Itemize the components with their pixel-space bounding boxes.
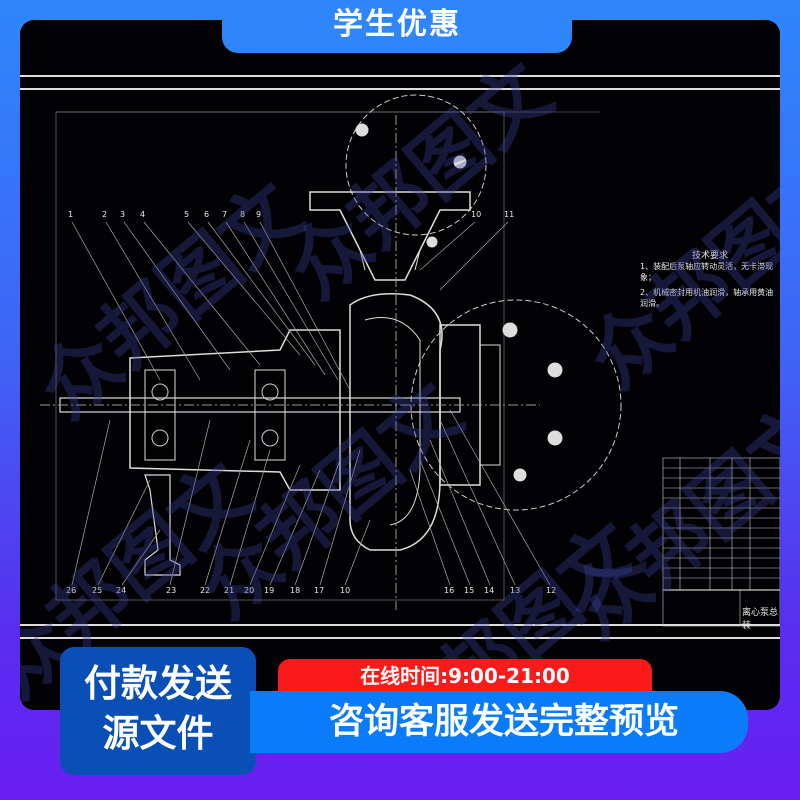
callout-label: 10 (340, 586, 351, 595)
technical-requirements: 技术要求 1、装配后泵轴应转动灵活，无卡滞现象； 2、机械密封用机油润滑，轴承用… (640, 248, 780, 309)
callout-label: 6 (204, 210, 210, 219)
tech-note: 2、机械密封用机油润滑，轴承用黄油润滑。 (640, 288, 774, 308)
callout-label: 12 (546, 586, 557, 595)
callout-label: 14 (484, 586, 495, 595)
callout-label: 20 (244, 586, 255, 595)
callout-label: 22 (200, 586, 211, 595)
callout-label: 9 (256, 210, 262, 219)
callout-label: 5 (184, 210, 190, 219)
callout-label: 24 (116, 586, 127, 595)
callout-label: 8 (240, 210, 246, 219)
callout-label: 17 (314, 586, 325, 595)
pay-send-source-badge: 付款发送 源文件 (60, 647, 256, 775)
tech-note: 1、装配后泵轴应转动灵活，无卡滞现象； (640, 262, 774, 282)
student-discount-tab: 学生优惠 (222, 0, 572, 53)
callout-label: 11 (504, 210, 515, 219)
pump-assembly-drawing (20, 75, 780, 639)
callout-label: 23 (166, 586, 177, 595)
callout-label: 26 (66, 586, 77, 595)
callout-label: 15 (464, 586, 475, 595)
cad-drawing-panel: 技术要求 1、装配后泵轴应转动灵活，无卡滞现象； 2、机械密封用机油润滑，轴承用… (20, 20, 780, 710)
callout-label: 4 (140, 210, 146, 219)
consult-service-banner[interactable]: 咨询客服发送完整预览 (250, 691, 748, 753)
badge-line: 付款发送 (84, 662, 232, 705)
callout-label: 21 (224, 586, 235, 595)
badge-line: 源文件 (102, 712, 214, 755)
callout-label: 10 (471, 210, 482, 219)
callout-label: 3 (120, 210, 126, 219)
callout-label: 19 (264, 586, 275, 595)
callout-label: 1 (68, 210, 74, 219)
tech-title: 技术要求 (691, 251, 728, 261)
callout-label: 18 (290, 586, 301, 595)
title-block-name: 离心泵总装 (742, 608, 779, 631)
callout-label: 7 (222, 210, 228, 219)
callout-label: 25 (92, 586, 103, 595)
callout-label: 13 (510, 586, 521, 595)
callout-label: 2 (102, 210, 108, 219)
online-hours-banner: 在线时间:9:00-21:00 (278, 659, 652, 695)
callout-label: 16 (444, 586, 455, 595)
